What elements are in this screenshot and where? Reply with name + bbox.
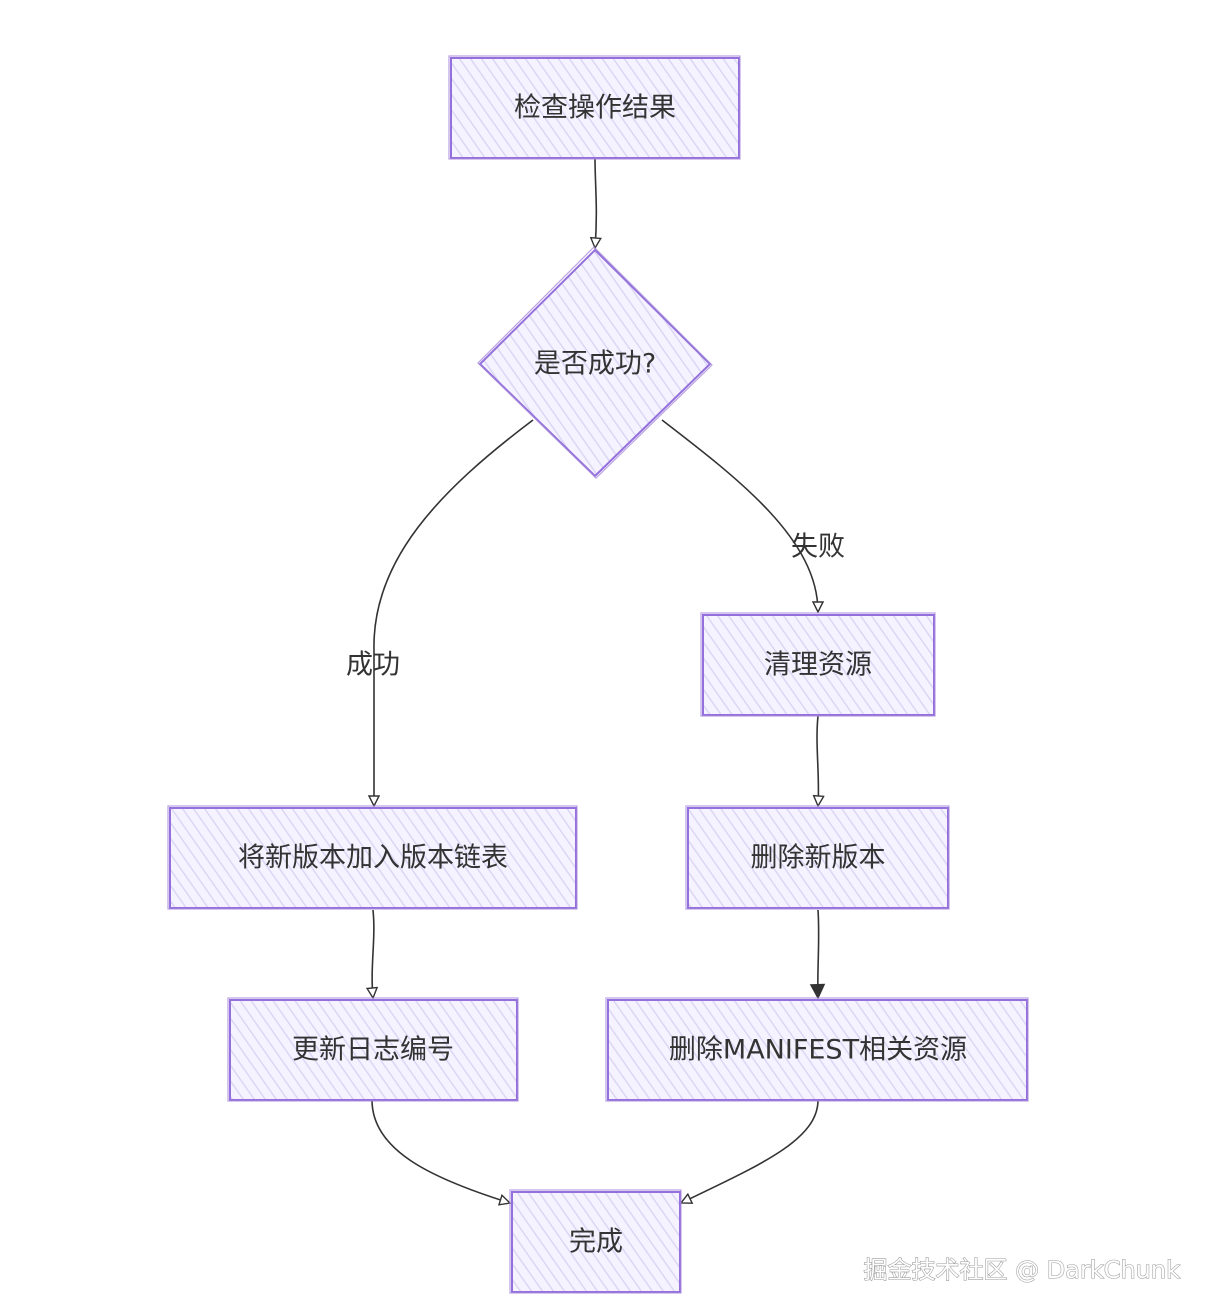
node-decision-label: 是否成功? (534, 349, 656, 380)
edge-delete-manifest-to-done (681, 1099, 819, 1203)
node-done-box-sketch (509, 1189, 682, 1294)
edge-check-to-decision (595, 157, 596, 248)
node-decision-diamond-sketch (477, 246, 713, 479)
node-decision[interactable]: 是否成功? (477, 246, 713, 479)
node-decision-diamond (478, 248, 712, 478)
node-done-label: 完成 (569, 1227, 623, 1258)
node-delete-version[interactable]: 删除新版本 (685, 805, 950, 910)
edge-label-success: 成功 (346, 650, 400, 681)
edge-decision-to-cleanup (661, 419, 818, 612)
node-check[interactable]: 检查操作结果 (448, 55, 741, 160)
edge-add-version-to-update-log (372, 909, 374, 998)
node-add-version-label: 将新版本加入版本链表 (238, 843, 508, 874)
edge-decision-to-add-version (374, 419, 534, 806)
node-add-version[interactable]: 将新版本加入版本链表 (167, 805, 578, 910)
nodes-layer: 检查操作结果 是否成功? 清理资源 将新版本加入版本链表 删除新版本 (167, 55, 1029, 1294)
node-check-box (450, 57, 740, 159)
node-update-log-box (229, 999, 518, 1101)
node-add-version-box (169, 807, 577, 909)
node-delete-manifest[interactable]: 删除MANIFEST相关资源 (605, 997, 1029, 1102)
node-update-log[interactable]: 更新日志编号 (227, 997, 519, 1102)
node-check-box-sketch (448, 55, 741, 160)
node-delete-version-box-sketch (685, 805, 950, 910)
node-done[interactable]: 完成 (509, 1189, 682, 1294)
edge-delete-version-to-delete-manifest (818, 909, 819, 998)
node-cleanup-box (702, 614, 935, 716)
edge-label-fail: 失败 (791, 532, 845, 563)
node-delete-version-label: 删除新版本 (751, 843, 886, 874)
node-delete-manifest-box-sketch (605, 997, 1029, 1102)
node-cleanup-box-sketch (700, 612, 936, 717)
edge-labels-layer: 成功 失败 (346, 532, 845, 681)
edges-layer (371, 157, 819, 1203)
node-delete-manifest-box (607, 999, 1028, 1101)
node-add-version-box-sketch (167, 805, 578, 910)
edge-update-log-to-done (371, 1099, 510, 1203)
node-update-log-label: 更新日志编号 (292, 1035, 454, 1066)
edge-cleanup-to-delete-version (817, 715, 818, 806)
node-delete-version-box (687, 807, 949, 909)
node-cleanup-label: 清理资源 (764, 650, 872, 681)
node-delete-manifest-label: 删除MANIFEST相关资源 (669, 1035, 967, 1066)
node-update-log-box-sketch (227, 997, 519, 1102)
watermark-text: 掘金技术社区 @ DarkChunk (864, 1256, 1181, 1284)
node-check-label: 检查操作结果 (514, 93, 676, 124)
node-cleanup[interactable]: 清理资源 (700, 612, 936, 717)
node-done-box (511, 1191, 681, 1293)
